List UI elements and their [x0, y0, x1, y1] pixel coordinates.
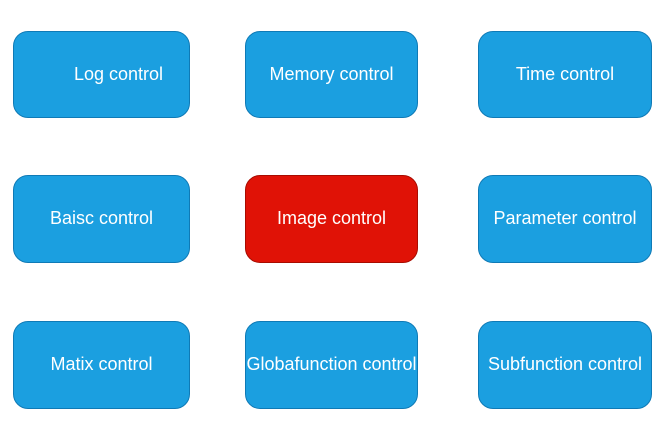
button-subfunction-control[interactable]: Subfunction control	[478, 321, 652, 409]
button-baisc-control[interactable]: Baisc control	[13, 175, 190, 263]
button-parameter-control[interactable]: Parameter control	[478, 175, 652, 263]
button-memory-control[interactable]: Memory control	[245, 31, 418, 118]
button-image-control[interactable]: Image control	[245, 175, 418, 263]
button-log-control[interactable]: Log control	[13, 31, 190, 118]
button-matix-control[interactable]: Matix control	[13, 321, 190, 409]
button-globafunction-control[interactable]: Globafunction control	[245, 321, 418, 409]
button-time-control[interactable]: Time control	[478, 31, 652, 118]
